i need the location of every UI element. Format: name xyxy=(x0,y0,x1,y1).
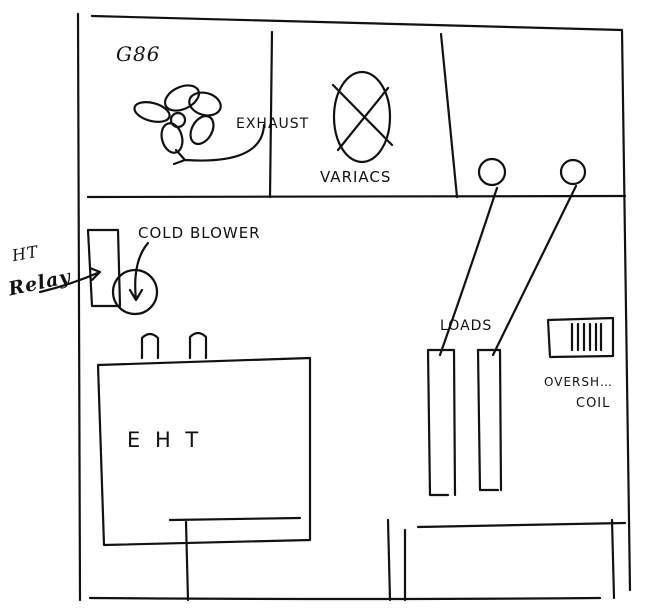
load-knob-2 xyxy=(559,158,587,186)
bottom-divider-1 xyxy=(386,518,392,602)
load-resistor-1 xyxy=(426,348,457,497)
label-overshoot: OVERSH… xyxy=(544,375,614,389)
cabinet-outline xyxy=(76,12,632,602)
load-lead-1 xyxy=(438,186,499,357)
label-g86: G86 xyxy=(116,42,161,66)
eht-box xyxy=(96,356,312,547)
variac-icon xyxy=(331,70,394,164)
label-loads: LOADS xyxy=(440,318,493,334)
top-divider-1 xyxy=(268,30,274,199)
cold-blower-arrow xyxy=(128,241,150,302)
cold-blower-icon xyxy=(111,268,159,316)
label-variacs: VARIACS xyxy=(320,168,392,186)
label-exhaust: EXHAUST xyxy=(236,116,310,132)
load-resistor-2 xyxy=(476,348,503,492)
fan-icon xyxy=(133,84,222,154)
eht-terminal-2 xyxy=(188,331,208,360)
label-coil: COIL xyxy=(576,396,611,411)
top-divider-2 xyxy=(439,32,459,199)
label-cold-blower: COLD BLOWER xyxy=(138,224,261,242)
load-lead-2 xyxy=(491,184,578,357)
load-knob-1 xyxy=(477,157,507,187)
ht-relay-box xyxy=(86,228,122,308)
bottom-shelf xyxy=(416,521,627,529)
eht-lead xyxy=(168,516,302,602)
exhaust-arrow xyxy=(172,123,266,166)
overshoot-coil-icon xyxy=(546,316,615,359)
eht-terminal-1 xyxy=(140,332,160,360)
bottom-divider-3 xyxy=(610,518,616,600)
label-eht: E H T xyxy=(127,428,203,452)
ht-relay-arrow xyxy=(38,266,102,294)
top-shelf-divider xyxy=(86,194,627,199)
